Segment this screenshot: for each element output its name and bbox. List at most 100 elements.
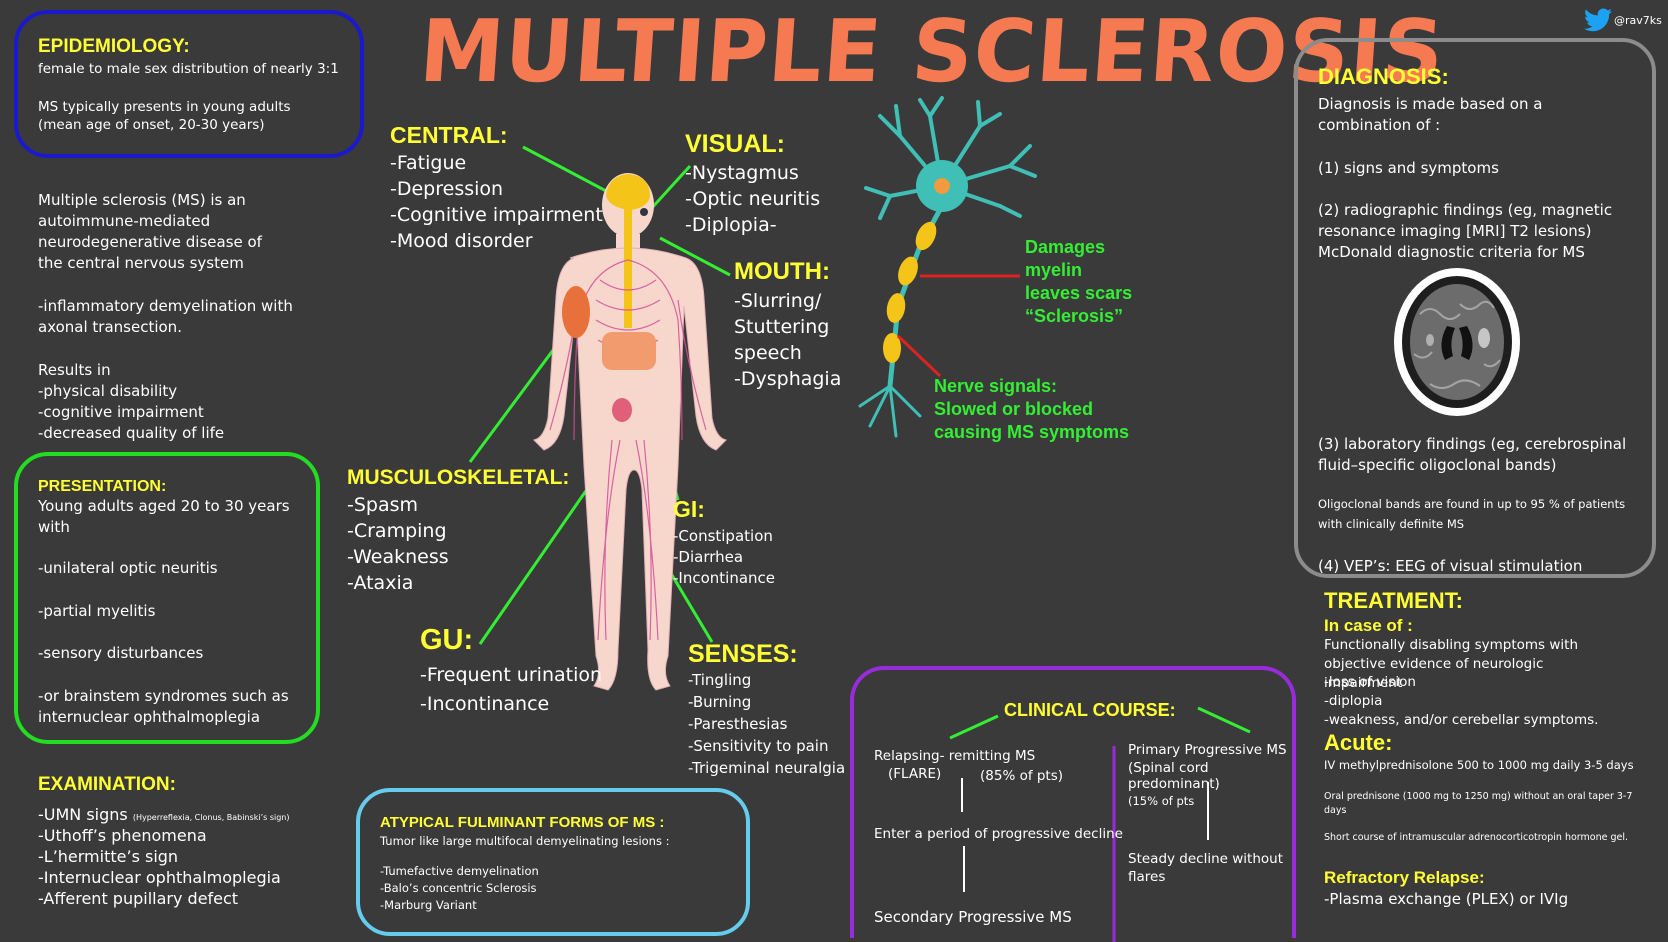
results-item: -cognitive impairment xyxy=(38,403,204,421)
twitter-icon xyxy=(1584,8,1612,32)
umn-note: (Hyperreflexia, Clonus, Babinski’s sign) xyxy=(132,813,290,822)
pp-title: Primary Progressive MS xyxy=(1128,742,1287,758)
atypical-item: -Balo’s concentric Sclerosis xyxy=(380,881,537,895)
musculoskeletal-item: -Weakness xyxy=(347,546,449,568)
treatment-acute-label: Acute: xyxy=(1324,730,1393,755)
diagnosis-box: DIAGNOSIS: Diagnosis is made based on a … xyxy=(1294,38,1656,578)
examination-item: -L’hermitte’s sign xyxy=(38,847,179,866)
myelin-damage-line: myelin xyxy=(1025,260,1083,280)
central-item: -Depression xyxy=(390,178,504,200)
rr-decline: Enter a period of progressive decline xyxy=(874,826,1123,842)
musculoskeletal-item: -Spasm xyxy=(347,494,419,516)
mouth-connector xyxy=(659,236,731,277)
atypical-item: -Marburg Variant xyxy=(380,898,477,912)
treatment-acute-item: IV methylprednisolone 500 to 1000 mg dai… xyxy=(1324,758,1634,772)
mouth-item: speech xyxy=(734,342,802,364)
treatment-acute-item: Oral prednisone (1000 mg to 1250 mg) wit… xyxy=(1324,791,1633,816)
epidemiology-heading: EPIDEMIOLOGY: xyxy=(38,36,190,57)
visual-connector xyxy=(648,164,692,212)
mouth-heading: MOUTH: xyxy=(734,258,830,285)
musculoskeletal-heading: MUSCULOSKELETAL: xyxy=(347,466,570,489)
central-heading: CENTRAL: xyxy=(390,122,508,148)
neuron-diagram xyxy=(858,96,1037,438)
visual-item: -Diplopia- xyxy=(685,214,777,236)
treatment-case-item: -loss of vision xyxy=(1324,674,1416,690)
nerve-signal-label: Nerve signals: Slowed or blocked causing… xyxy=(934,375,1129,444)
pp-percent: (15% of pts xyxy=(1128,794,1195,808)
neuron-icon xyxy=(858,96,1037,438)
diagnosis-intro: Diagnosis is made based on a combination… xyxy=(1318,95,1543,134)
central-item: -Mood disorder xyxy=(390,230,533,252)
treatment-case-item: -weakness, and/or cerebellar symptoms. xyxy=(1324,712,1599,728)
pp-subtitle: (Spinal cord predominant) xyxy=(1128,760,1220,792)
gi-item: -Diarrhea xyxy=(673,548,744,566)
clinical-course-box: CLINICAL COURSE: Relapsing- remitting MS… xyxy=(850,666,1296,942)
twitter-handle[interactable]: @rav7ks xyxy=(1584,8,1662,32)
brain-mri-icon xyxy=(1402,276,1512,408)
treatment-heading: TREATMENT: xyxy=(1324,588,1463,613)
senses-item: -Tingling xyxy=(688,671,752,689)
visual-heading: VISUAL: xyxy=(685,130,785,158)
diagnosis-item-2: (2) radiographic findings (eg, magnetic … xyxy=(1318,201,1613,261)
presentation-intro: Young adults aged 20 to 30 years with xyxy=(38,497,290,536)
mouth-item: -Slurring/ xyxy=(734,290,822,312)
umn-label: -UMN signs xyxy=(38,805,128,824)
rr-secondary: Secondary Progressive MS xyxy=(874,908,1072,926)
presentation-box: PRESENTATION: Young adults aged 20 to 30… xyxy=(14,452,320,744)
senses-item: -Trigeminal neuralgia xyxy=(688,759,846,777)
diagnosis-item-1: (1) signs and symptoms xyxy=(1318,159,1499,177)
presentation-item: -unilateral optic neuritis xyxy=(38,559,218,577)
gu-item: -Incontinance xyxy=(420,693,550,715)
epidemiology-box: EPIDEMIOLOGY: female to male sex distrib… xyxy=(14,10,364,158)
presentation-item: -or brainstem syndromes such as internuc… xyxy=(38,687,289,726)
results-item: -decreased quality of life xyxy=(38,424,225,442)
rr-title: Relapsing- remitting MS xyxy=(874,748,1036,764)
treatment-case-item: -diplopia xyxy=(1324,693,1383,709)
clinical-heading: CLINICAL COURSE: xyxy=(1004,700,1176,720)
mri-brain-image xyxy=(1394,268,1520,416)
treatment-case-label: In case of : xyxy=(1324,616,1413,635)
diagnosis-item-4: (4) VEP’s: EEG of visual stimulation xyxy=(1318,557,1583,575)
pp-decline: Steady decline without flares xyxy=(1128,851,1283,885)
central-item: -Fatigue xyxy=(390,152,467,174)
human-body-icon xyxy=(532,173,728,691)
examination-heading: EXAMINATION: xyxy=(38,774,176,795)
presentation-item: -partial myelitis xyxy=(38,602,156,620)
treatment-case-item: Functionally disabling symptoms with obj… xyxy=(1324,637,1579,691)
examination-item: -Uthoff’s phenomena xyxy=(38,826,207,845)
diagnosis-item-3: (3) laboratory findings (eg, cerebrospin… xyxy=(1318,435,1627,474)
atypical-item: -Tumefactive demyelination xyxy=(380,864,539,878)
rr-flare: (FLARE) xyxy=(888,766,942,782)
mouth-item: -Dysphagia xyxy=(734,368,842,390)
nerve-signal-line: Nerve signals: xyxy=(934,376,1058,396)
atypical-intro: Tumor like large multifocal demyelinatin… xyxy=(380,834,670,848)
central-connector xyxy=(522,145,609,194)
presentation-heading: PRESENTATION: xyxy=(38,478,167,495)
twitter-handle-text: @rav7ks xyxy=(1614,13,1662,27)
nerve-signal-line: causing MS symptoms xyxy=(934,422,1130,442)
gu-heading: GU: xyxy=(420,624,474,656)
ms-demyelination: -inflammatory demyelination with axonal … xyxy=(38,297,293,336)
senses-item: -Paresthesias xyxy=(688,715,788,733)
gu-item: -Frequent urination xyxy=(420,664,603,686)
clinical-connectors xyxy=(949,706,1251,942)
nerve-signal-line: Slowed or blocked xyxy=(934,399,1094,419)
atypical-box: ATYPICAL FULMINANT FORMS OF MS : Tumor l… xyxy=(356,788,750,936)
myelin-damage-line: leaves scars xyxy=(1025,283,1133,303)
signal-pointer xyxy=(896,334,942,378)
diagnosis-heading: DIAGNOSIS: xyxy=(1318,64,1449,89)
epidemiology-ratio: female to male sex distribution of nearl… xyxy=(38,61,339,77)
treatment-acute-item: Short course of intramuscular adrenocort… xyxy=(1324,832,1629,843)
gi-item: -Constipation xyxy=(673,527,773,545)
treatment-refractory-item: -Plasma exchange (PLEX) or IVIg xyxy=(1324,890,1569,908)
senses-item: -Sensitivity to pain xyxy=(688,737,829,755)
results-label: Results in xyxy=(38,361,111,379)
senses-heading: SENSES: xyxy=(688,640,798,668)
myelin-damage-line: Damages xyxy=(1025,237,1106,257)
musculoskeletal-connector xyxy=(468,329,570,463)
myelin-damage-label: Damages myelin leaves scars “Sclerosis” xyxy=(1025,236,1132,328)
ms-definition: Multiple sclerosis (MS) is an autoimmune… xyxy=(38,191,262,272)
examination-item: -Afferent pupillary defect xyxy=(38,889,239,908)
diagnosis-note: Oligoclonal bands are found in up to 95 … xyxy=(1318,497,1626,531)
results-item: -physical disability xyxy=(38,382,178,400)
